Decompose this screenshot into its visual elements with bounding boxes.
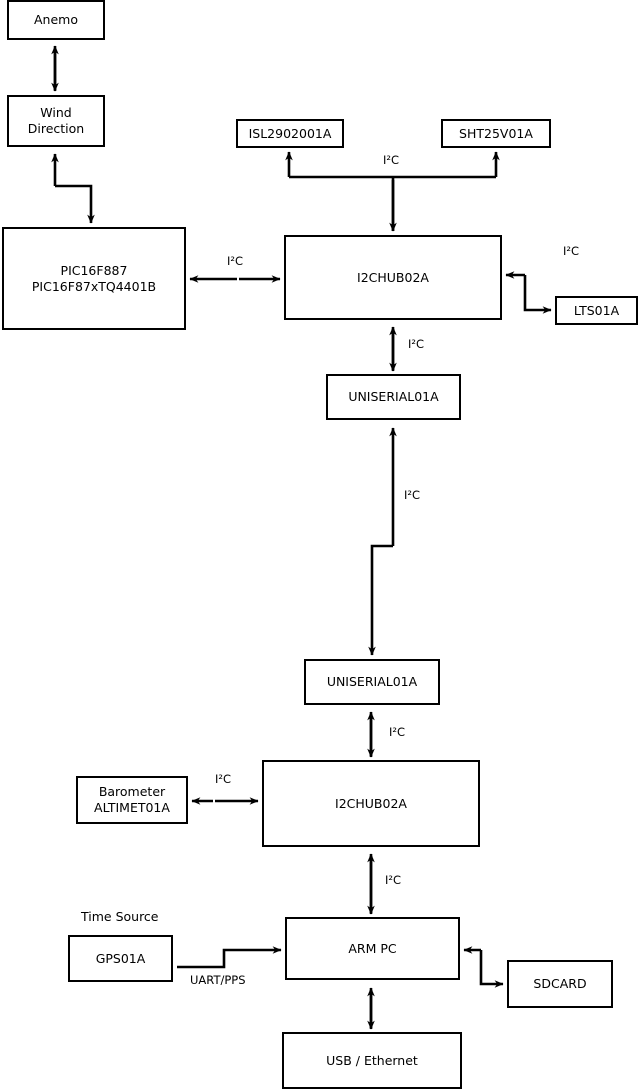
node-pic-microcontroller[interactable]: PIC16F887 PIC16F87xTQ4401B <box>2 227 186 330</box>
node-sdcard[interactable]: SDCARD <box>507 960 613 1008</box>
connector-gps-armpc <box>177 946 282 969</box>
node-uniserial01a-upper[interactable]: UNISERIAL01A <box>326 374 461 420</box>
node-arm-pc[interactable]: ARM PC <box>285 917 460 980</box>
node-isl2902001a[interactable]: ISL2902001A <box>236 119 344 148</box>
node-i2chub02a-bottom[interactable]: I2CHUB02A <box>262 760 480 847</box>
edge-label-hub-sensors: I²C <box>383 153 400 167</box>
edge-label-uniserial-hub2: I²C <box>389 725 406 739</box>
edge-label-gps-armpc: UART/PPS <box>190 973 246 987</box>
node-wind-direction[interactable]: Wind Direction <box>7 95 105 147</box>
node-uniserial01a-lower[interactable]: UNISERIAL01A <box>304 659 440 705</box>
connector-pic-wind <box>51 153 95 224</box>
edge-label-hub-uniserial: I²C <box>408 337 425 351</box>
connector-uniserial-uniserial <box>368 427 397 656</box>
node-i2chub02a-top[interactable]: I2CHUB02A <box>284 235 502 320</box>
node-anemo[interactable]: Anemo <box>7 0 105 40</box>
node-gps01a[interactable]: GPS01A <box>68 935 173 982</box>
edge-label-hub2-armpc: I²C <box>385 873 402 887</box>
node-sht25v01a[interactable]: SHT25V01A <box>441 119 551 148</box>
node-lts01a[interactable]: LTS01A <box>555 296 638 325</box>
node-usb-ethernet[interactable]: USB / Ethernet <box>282 1032 462 1089</box>
edge-label-hub-lts: I²C <box>563 244 580 258</box>
edge-label-pic-hub: I²C <box>227 254 244 268</box>
connector-armpc-sdcard <box>463 946 504 988</box>
label-time-source: Time Source <box>81 909 159 924</box>
edge-label-uniserial-uniserial: I²C <box>404 488 421 502</box>
edge-label-barometer-hub2: I²C <box>215 772 232 786</box>
connector-hub-lts <box>505 271 552 314</box>
node-barometer-altimet01a[interactable]: Barometer ALTIMET01A <box>76 776 188 824</box>
